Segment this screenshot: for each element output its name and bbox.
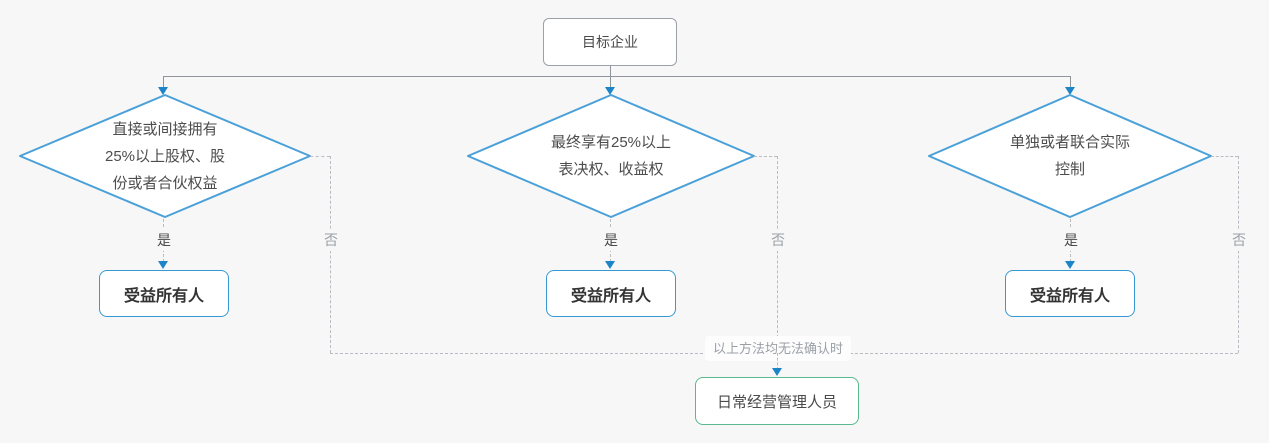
connector-branch2-down: [610, 76, 611, 88]
result-node-beneficial-owner: 受益所有人: [1005, 270, 1135, 317]
edge-label-yes: 是: [601, 229, 621, 251]
start-node-target-company: 目标企业: [543, 18, 677, 66]
arrow-down-icon: [158, 261, 168, 269]
connector-branch3-down: [1070, 76, 1071, 88]
edge-fallback-down: [777, 353, 778, 370]
edge-no-1: [310, 156, 330, 157]
decision-diamond-equity: [19, 94, 311, 218]
arrow-down-icon: [605, 261, 615, 269]
arrow-down-icon: [1065, 87, 1075, 95]
edge-label-no: 否: [768, 229, 788, 251]
edge-label-yes: 是: [1061, 229, 1081, 251]
arrow-down-icon: [158, 87, 168, 95]
connector-branch1-down: [163, 76, 164, 88]
arrow-down-icon: [1065, 261, 1075, 269]
result-node-beneficial-owner: 受益所有人: [99, 270, 229, 317]
connector-start-down: [610, 66, 611, 76]
edge-label-no: 否: [321, 229, 341, 251]
edge-no-2: [754, 156, 777, 157]
fallback-node-daily-managers: 日常经营管理人员: [695, 377, 859, 425]
edge-label-yes: 是: [154, 229, 174, 251]
result-node-beneficial-owner: 受益所有人: [546, 270, 676, 317]
edge-no-3: [1211, 156, 1238, 157]
arrow-down-icon: [772, 368, 782, 376]
arrow-down-icon: [605, 87, 615, 95]
edge-label-no: 否: [1229, 229, 1249, 251]
fallback-note: 以上方法均无法确认时: [704, 336, 852, 361]
edge-no-1: [330, 156, 331, 353]
decision-diamond-voting: [467, 94, 755, 218]
edge-no-2: [777, 156, 778, 348]
edge-no-3: [1238, 156, 1239, 353]
decision-diamond-control: [928, 94, 1212, 218]
connector-split-bar: [163, 76, 1070, 77]
